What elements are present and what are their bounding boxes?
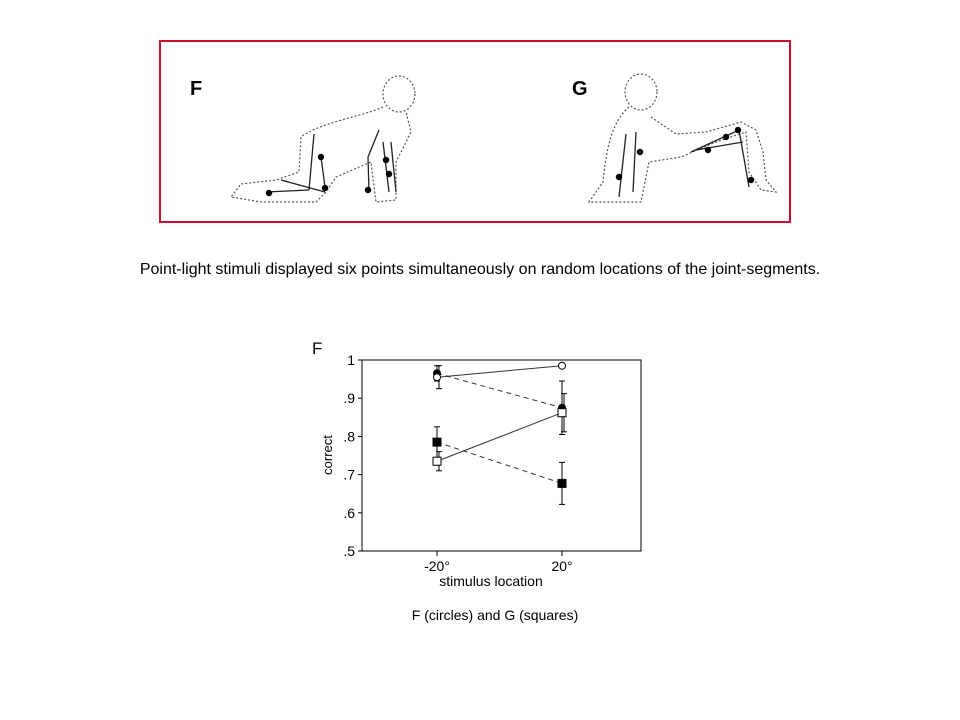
square-marker	[432, 437, 442, 447]
panel-f-label: F	[190, 78, 203, 100]
chart-panel-label: F	[312, 339, 322, 358]
square-marker	[557, 478, 567, 488]
y-axis-label: correct	[320, 435, 335, 475]
y-tick-label: .5	[343, 543, 355, 559]
stimulus-figure-frame: F G	[159, 40, 791, 223]
x-tick-label: -20°	[424, 558, 450, 574]
y-tick-label: 1	[347, 352, 355, 368]
x-tick-label: 20°	[551, 558, 572, 574]
series-line	[436, 412, 563, 462]
error-bars	[434, 365, 567, 505]
square-marker	[432, 456, 442, 466]
series-line	[436, 372, 563, 409]
series-lines	[436, 365, 563, 484]
series-line	[436, 441, 563, 484]
square-marker	[557, 408, 567, 418]
series-line	[436, 365, 563, 378]
x-axis-label: stimulus location	[439, 573, 543, 589]
circle-marker	[433, 373, 441, 382]
kneeling-figure-illustration	[587, 73, 778, 203]
plot-area	[361, 359, 642, 552]
y-tick-label: .9	[343, 390, 355, 406]
x-axis-ticks: -20° 20°	[424, 551, 573, 574]
figure-caption: Point-light stimuli displayed six points…	[139, 261, 821, 278]
circle-marker	[558, 361, 566, 370]
y-tick-label: .6	[343, 505, 355, 521]
crawling-figure-illustration	[229, 75, 416, 203]
y-tick-label: .8	[343, 428, 355, 444]
accuracy-chart: F .5 .6 .7 .8 .9 1 -20° 20° correct stimulus l…	[312, 339, 642, 589]
panel-g-label: G	[572, 78, 588, 100]
chart-caption: F (circles) and G (squares)	[411, 607, 579, 623]
series-markers	[432, 361, 567, 488]
y-axis-ticks: .5 .6 .7 .8 .9 1	[343, 352, 362, 559]
y-tick-label: .7	[343, 467, 355, 483]
